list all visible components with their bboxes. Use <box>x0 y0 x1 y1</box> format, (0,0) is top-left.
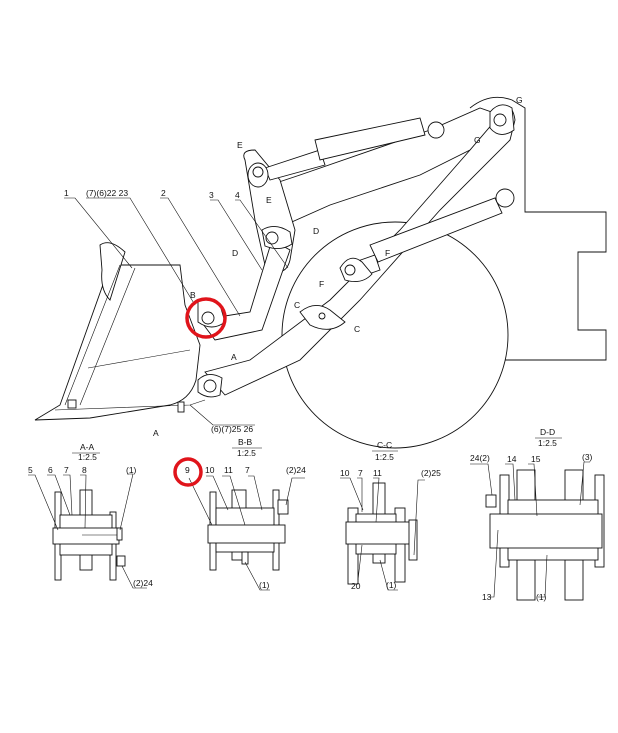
marker-g-upper: G <box>516 95 523 105</box>
callout-2-24: (2)24 <box>286 465 306 475</box>
callout-10: 10 <box>205 465 215 475</box>
section-b-b: B-B 1:2.5 9 10 11 7 (2)24 (1) <box>185 437 306 591</box>
section-scale: 1:2.5 <box>237 448 256 458</box>
callout-1-paren: (1) <box>126 465 137 475</box>
section-scale: 1:2.5 <box>538 438 557 448</box>
section-a-a: A-A 1:2.5 5 6 7 8 (1) (2)24 <box>28 442 153 589</box>
marker-d-left: D <box>232 248 238 258</box>
section-scale: 1:2.5 <box>375 452 394 462</box>
callout-3-paren: (3) <box>582 452 593 462</box>
marker-b: B <box>190 290 196 300</box>
pins <box>197 104 515 398</box>
callout-7: 7 <box>245 465 250 475</box>
callout-7: 7 <box>358 468 363 478</box>
callout-2: 2 <box>161 188 166 198</box>
marker-d-right: D <box>313 226 319 236</box>
section-title: B-B <box>238 437 253 447</box>
front-frame <box>469 96 607 361</box>
callout-2-24: (2)24 <box>133 578 153 588</box>
callout-6: 6 <box>48 465 53 475</box>
callout-20: 20 <box>351 581 361 591</box>
callout-11: 11 <box>224 465 233 475</box>
callout-8: 8 <box>82 465 87 475</box>
callout-15: 15 <box>531 454 541 464</box>
marker-f-right: F <box>385 248 390 258</box>
callout-7-6-22-23: (7)(6)22 23 <box>86 188 128 198</box>
callout-2-25: (2)25 <box>421 468 441 478</box>
marker-g-lower: G <box>474 135 481 145</box>
marker-f-left: F <box>319 279 324 289</box>
callout-1-paren: (1) <box>386 580 397 590</box>
marker-a-upper: A <box>231 352 237 362</box>
callout-6-7-25-26: (6)(7)25 26 <box>211 424 253 434</box>
callout-4: 4 <box>235 190 240 200</box>
lift-cylinder <box>354 188 515 278</box>
section-d-d: D-D 1:2.5 24(2) 14 15 (3) 13 (1) <box>470 427 605 602</box>
section-title: C-C <box>377 440 392 450</box>
leader-lines <box>64 197 289 426</box>
marker-a-lower: A <box>153 428 159 438</box>
marker-e-upper: E <box>237 140 243 150</box>
section-title: A-A <box>80 442 95 452</box>
callout-5: 5 <box>28 465 33 475</box>
section-scale: 1:2.5 <box>78 452 97 462</box>
callout-10: 10 <box>340 468 350 478</box>
callout-13: 13 <box>482 592 492 602</box>
marker-c-left: C <box>294 300 300 310</box>
section-title: D-D <box>540 427 555 437</box>
callout-7: 7 <box>64 465 69 475</box>
callout-1: 1 <box>64 188 69 198</box>
marker-e-lower: E <box>266 195 272 205</box>
callout-3: 3 <box>209 190 214 200</box>
highlight-circle-callout-9 <box>173 457 203 487</box>
bucket-link <box>199 239 291 341</box>
marker-c-right: C <box>354 324 360 334</box>
highlight-circle-pin <box>185 297 227 339</box>
section-c-c: C-C 1:2.5 10 7 11 (2)25 20 (1) <box>340 440 441 591</box>
callout-11: 11 <box>373 468 382 478</box>
bucket <box>34 242 206 421</box>
callout-9: 9 <box>185 465 190 475</box>
main-callouts: 1 (7)(6)22 23 2 3 4 (6)(7)25 26 A A B C … <box>64 95 523 438</box>
callout-1-paren: (1) <box>259 580 270 590</box>
callout-24-2: 24(2) <box>470 453 490 463</box>
callout-1-paren: (1) <box>536 592 547 602</box>
wheel <box>281 221 509 449</box>
callout-14: 14 <box>507 454 517 464</box>
